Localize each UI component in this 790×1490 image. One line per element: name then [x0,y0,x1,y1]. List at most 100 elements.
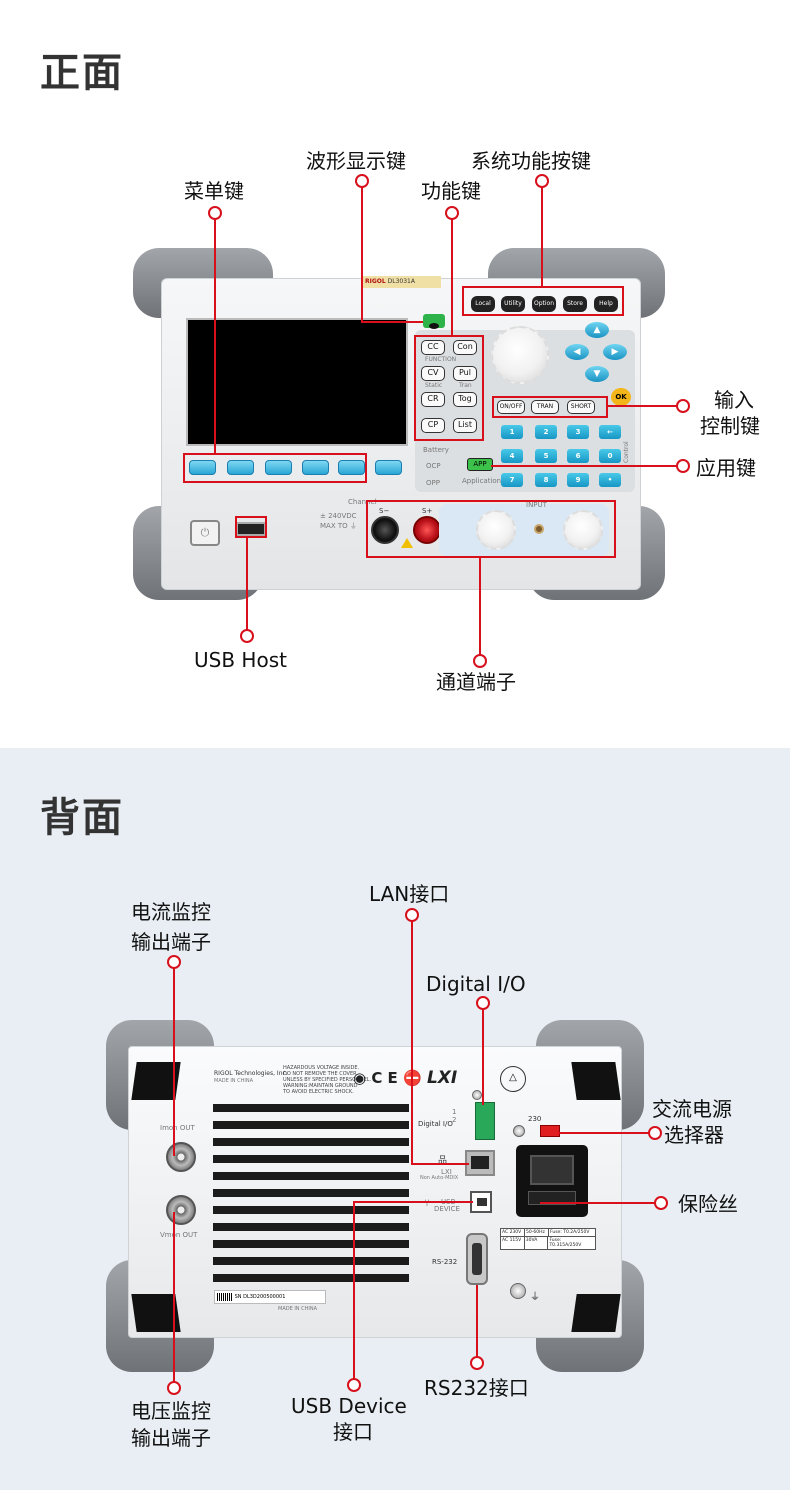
callout-usb-host: USB Host [194,648,287,672]
arrow-down-key[interactable]: ▼ [585,366,609,382]
callout-line-usb-device-h [353,1201,473,1203]
numpad-key-1[interactable]: 1 [501,425,523,439]
brand-strip: RIGOL DL3031A [361,276,441,288]
numpad-key-dot[interactable]: • [599,473,621,487]
callout-line-digital-io [482,1009,484,1105]
lan-port[interactable] [465,1150,495,1176]
callout-waveform-key: 波形显示键 [306,149,406,173]
callout-dot-system-keys [535,174,549,188]
rohs-40-icon: ◉ [353,1069,367,1087]
numpad-key-backspace[interactable]: ← [599,425,621,439]
ok-key[interactable]: OK [611,388,631,406]
callout-channel-terminals: 通道端子 [436,670,516,694]
callout-line-lan-h [411,1163,469,1165]
vmon-bnc-connector[interactable] [166,1195,196,1225]
numpad-key-9[interactable]: 9 [567,473,589,487]
arrow-right-key[interactable]: ▶ [603,344,627,360]
callout-box-menu-keys [183,453,367,483]
option-button[interactable]: Option [532,296,556,312]
arrow-up-key[interactable]: ▲ [585,322,609,338]
short-key[interactable]: SHORT [567,400,595,414]
rs232-port[interactable] [466,1233,488,1285]
warning-line-3: UNLESS BY SPECIFIED PERSONNEL. [283,1077,372,1083]
digital-io-connector[interactable] [475,1102,495,1140]
imon-bnc-connector[interactable] [166,1142,196,1172]
made-in-china-label: MADE IN CHINA [278,1306,318,1312]
callout-function-keys: 功能键 [421,179,481,203]
menu-softkey-4[interactable] [302,460,329,475]
company-label: RIGOL Technologies, Inc. [214,1070,288,1077]
usb-device-label-2: DEVICE [434,1205,460,1213]
cv-key[interactable]: CV [421,366,445,381]
input-knob-right[interactable] [563,510,603,550]
ac-inlet-socket [530,1155,574,1185]
menu-softkey-3[interactable] [265,460,292,475]
tran-key[interactable]: TRAN [531,400,559,414]
cp-key[interactable]: CP [421,418,445,433]
numpad-key-8[interactable]: 8 [535,473,557,487]
numpad-key-5[interactable]: 5 [535,449,557,463]
menu-softkey-2[interactable] [227,460,254,475]
usb-symbol-icon: ⑂ [424,1198,430,1209]
csa-cert-icon: △ [500,1066,526,1092]
numpad-key-0[interactable]: 0 [599,449,621,463]
callout-line-menu-keys [214,219,216,455]
tog-key[interactable]: Tog [453,392,477,407]
vent-slot-9 [213,1240,409,1248]
numpad-key-2[interactable]: 2 [535,425,557,439]
ac-power-inlet[interactable] [516,1145,588,1217]
numpad-key-3[interactable]: 3 [567,425,589,439]
pul-key[interactable]: Pul [453,366,477,381]
utility-button[interactable]: Utility [501,296,525,312]
vent-slot-6 [213,1189,409,1197]
ground-screw[interactable] [510,1283,526,1299]
callout-line-voltage-monitor [173,1212,175,1382]
model-label: DL3031A [387,278,415,285]
input-sense-jack[interactable] [534,524,544,534]
made-in-label: MADE IN CHINA [214,1078,254,1084]
terminal-s-minus[interactable] [371,516,399,544]
numpad-key-6[interactable]: 6 [567,449,589,463]
front-title: 正面 [40,50,124,96]
lan-lxi-label: LXI [441,1168,452,1176]
arrow-left-key[interactable]: ◀ [565,344,589,360]
callout-usb-device-line-2: 接口 [333,1420,373,1444]
numpad-key-4[interactable]: 4 [501,449,523,463]
cr-key[interactable]: CR [421,392,445,407]
callout-line-fuse [540,1202,656,1204]
con-key[interactable]: Con [453,340,477,355]
rotary-knob[interactable] [491,326,549,384]
menu-softkey-1[interactable] [189,460,216,475]
rear-screw-2 [472,1090,482,1100]
callout-line-usb-device-v [353,1201,355,1379]
local-button[interactable]: Local [471,296,495,312]
ground-icon: ⏚ [530,1292,540,1303]
help-button[interactable]: Help [594,296,618,312]
callout-fuse: 保险丝 [678,1192,738,1216]
fuse-rating-table: AC 230V 50-60Hz Fuse: T0.2A/250V AC 115V… [500,1228,596,1250]
fuse-row-115: AC 115V 30VA Fuse: T0.315A/250V [501,1237,595,1249]
usb-device-port[interactable] [470,1191,492,1213]
vent-slot-10 [213,1257,409,1265]
warning-line-2: DO NOT REMOVE THE COVER [283,1071,357,1077]
menu-softkey-5[interactable] [338,460,365,475]
waveform-display-key[interactable] [423,314,445,329]
eye-icon [429,323,439,329]
fuse-drawer[interactable] [528,1191,576,1205]
app-key[interactable]: APP [467,458,493,471]
input-knob-left[interactable] [476,510,516,550]
warning-triangle-icon [401,538,413,548]
power-button[interactable]: ⏻ [190,520,220,546]
onoff-key[interactable]: ON/OFF [497,400,525,414]
menu-softkey-6[interactable] [375,460,402,475]
numpad-key-7[interactable]: 7 [501,473,523,487]
list-key[interactable]: List [453,418,477,433]
cc-key[interactable]: CC [421,340,445,355]
callout-dot-function-keys [445,206,459,220]
terminal-s-plus[interactable] [413,516,441,544]
store-button[interactable]: Store [563,296,587,312]
vent-slot-5 [213,1172,409,1180]
voltage-selector-switch[interactable] [540,1125,560,1137]
serial-label: SN DL3D200500001 [214,1290,326,1304]
usb-device-socket [477,1198,487,1206]
